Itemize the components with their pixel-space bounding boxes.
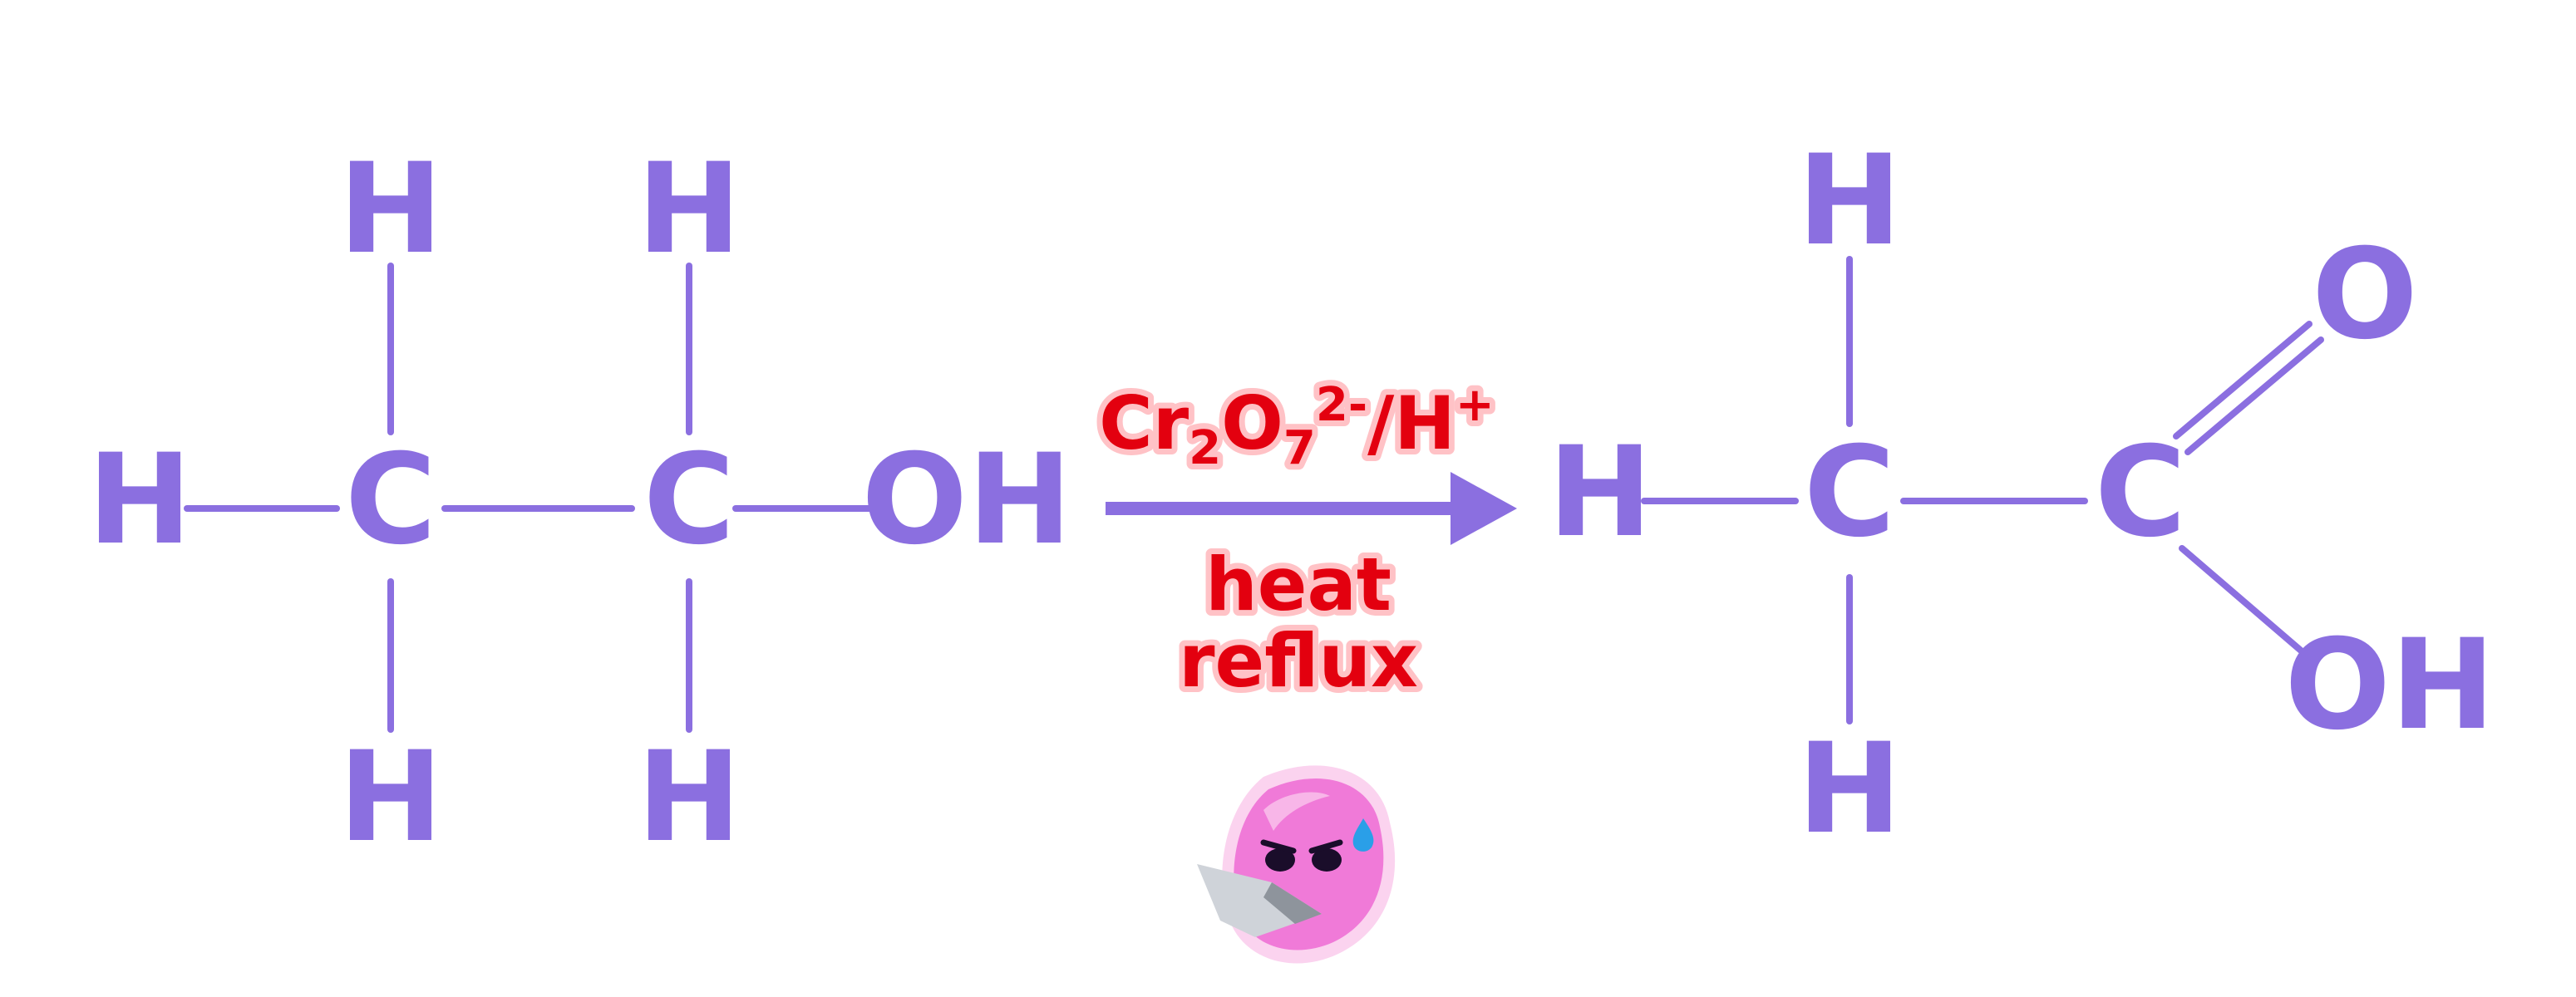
- atom-h-left-product: H: [1548, 420, 1652, 565]
- reaction-arrow-head: [1451, 472, 1517, 545]
- pink-blob-mascot-with-laptop-icon: [1197, 765, 1396, 964]
- bond-c4-o-double-a: [2173, 321, 2312, 440]
- atom-h-left: H: [87, 428, 192, 572]
- reactant-ethanol: H H H C C OH H H: [87, 137, 1071, 870]
- atom-h-bottom-2: H: [637, 725, 741, 870]
- atom-h-bottom-product: H: [1797, 717, 1902, 862]
- product-ethanoic-acid: H H C C O OH H: [1548, 129, 2495, 862]
- atom-h-top-2: H: [637, 137, 741, 282]
- atom-h-top-product: H: [1797, 129, 1902, 273]
- atom-c-4: C: [2095, 420, 2186, 565]
- atom-c-2: C: [643, 428, 735, 572]
- atom-h-top-1: H: [338, 137, 443, 282]
- atom-oh-product: OH: [2284, 613, 2495, 758]
- condition-heat: heat: [1205, 542, 1391, 627]
- atom-oh: OH: [861, 428, 1071, 572]
- bond-c4-oh: [2179, 545, 2316, 664]
- mascot-right-eye: [1312, 848, 1342, 872]
- reagent-formula: Cr2O72-/H+: [1099, 378, 1495, 475]
- reaction-arrow-group: Cr2O72-/H+ heat reflux: [1093, 372, 1517, 710]
- mascot-left-eye: [1265, 848, 1295, 872]
- atom-o-carbonyl: O: [2312, 223, 2418, 367]
- atom-c-3: C: [1804, 420, 1895, 565]
- atom-h-bottom-1: H: [338, 725, 443, 870]
- mascot-sweat-drop: [1352, 818, 1374, 852]
- bond-c4-o-double-b: [2184, 336, 2324, 455]
- condition-reflux: reflux: [1179, 618, 1418, 704]
- atom-c-1: C: [345, 428, 436, 572]
